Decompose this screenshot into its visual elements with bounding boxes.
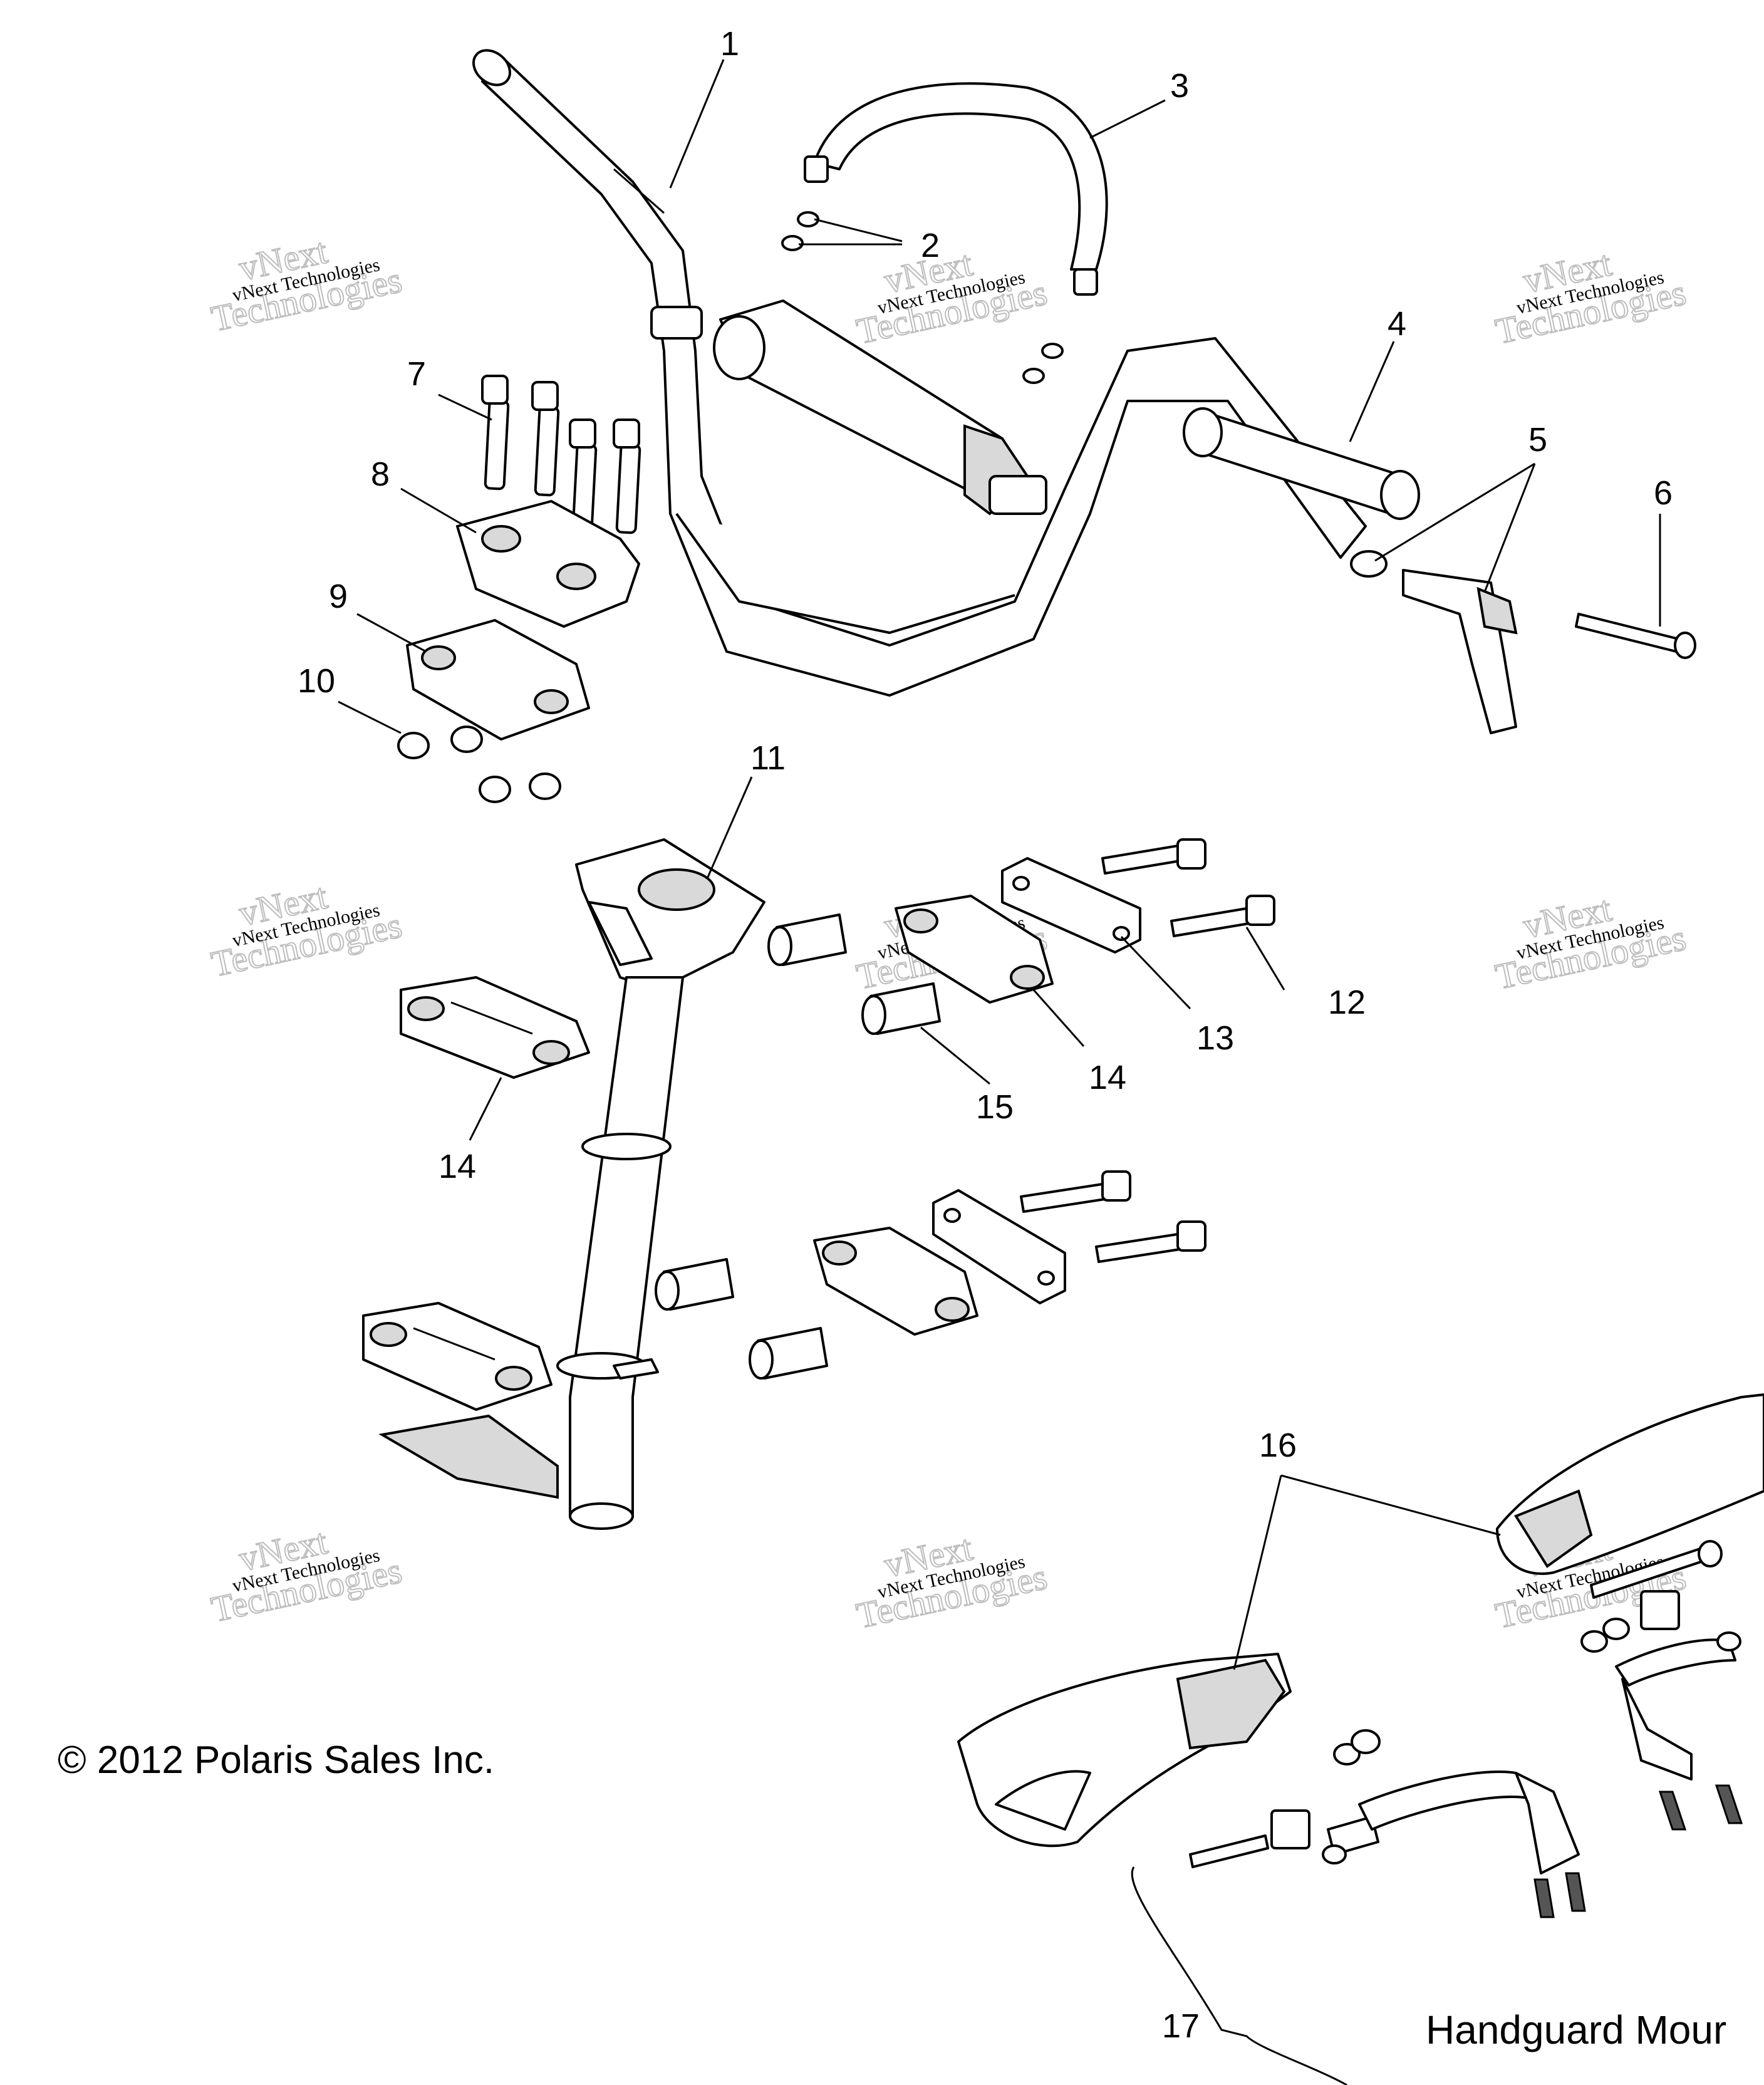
callout-15: 15 bbox=[976, 1088, 1014, 1126]
callout-11: 11 bbox=[750, 739, 786, 777]
watermark-7: vNext Technologies vNext Technologies bbox=[207, 1520, 406, 1630]
callout-6: 6 bbox=[1654, 474, 1673, 512]
watermark-6: vNext Technologies vNext Technologies bbox=[1492, 887, 1690, 997]
callout-12: 12 bbox=[1328, 984, 1366, 1021]
plate-bolts bbox=[1020, 838, 1275, 1263]
callout-4: 4 bbox=[1388, 305, 1406, 343]
callout-1: 1 bbox=[720, 25, 739, 63]
watermark-2: vNext Technologies vNext Technologies bbox=[853, 242, 1051, 352]
throttle-lever bbox=[1350, 550, 1518, 734]
spacers bbox=[655, 913, 941, 1380]
upper-clamp bbox=[456, 500, 640, 628]
handguard-mount-right bbox=[1580, 1540, 1743, 1831]
leader-lines bbox=[338, 59, 1661, 2085]
callout-13: 13 bbox=[1196, 1019, 1234, 1057]
crossbar-brace bbox=[804, 82, 1108, 296]
lower-clamp bbox=[406, 619, 590, 741]
clamp-block-left-upper bbox=[400, 976, 590, 1079]
callout-14-left: 14 bbox=[438, 1148, 476, 1185]
crossbar-pad bbox=[650, 299, 1047, 516]
clamp-bolts bbox=[481, 375, 641, 534]
copyright-notice: © 2012 Polaris Sales Inc. bbox=[58, 1739, 494, 1782]
lever-bolt bbox=[1575, 613, 1696, 659]
callout-10: 10 bbox=[298, 662, 335, 700]
watermark-8: vNext Technologies vNext Technologies bbox=[853, 1526, 1051, 1636]
callout-2: 2 bbox=[921, 227, 940, 264]
watermark-4: vNext Technologies vNext Technologies bbox=[207, 875, 406, 985]
handguard-left bbox=[957, 1653, 1292, 1848]
handguard-right bbox=[1496, 1393, 1764, 1575]
handguard-mount-caption: Handguard Mour bbox=[1426, 2007, 1726, 2052]
clamp-block-left-lower bbox=[362, 1302, 553, 1411]
callout-14-right: 14 bbox=[1089, 1059, 1126, 1096]
handguard-mount-left bbox=[1189, 1729, 1586, 1918]
callout-3: 3 bbox=[1170, 67, 1189, 105]
callouts: 1 2 3 4 5 6 7 8 9 10 11 12 13 14 15 14 1… bbox=[298, 25, 1673, 2045]
callout-7: 7 bbox=[407, 355, 426, 393]
callout-9: 9 bbox=[329, 578, 348, 615]
callout-8: 8 bbox=[371, 455, 390, 493]
handlebar bbox=[472, 49, 1367, 697]
callout-17: 17 bbox=[1162, 2007, 1200, 2045]
clamp-block-right-upper bbox=[895, 895, 1054, 1004]
grip bbox=[1183, 407, 1420, 520]
callout-16: 16 bbox=[1259, 1427, 1297, 1464]
flange-nuts bbox=[397, 725, 561, 803]
plates bbox=[932, 857, 1141, 1304]
watermark-1: vNext Technologies vNext Technologies bbox=[207, 229, 406, 340]
steering-post bbox=[378, 838, 765, 1530]
callout-5: 5 bbox=[1528, 421, 1547, 459]
watermark-3: vNext Technologies vNext Technologies bbox=[1492, 242, 1690, 352]
clamp-block-right-lower bbox=[813, 1227, 978, 1336]
